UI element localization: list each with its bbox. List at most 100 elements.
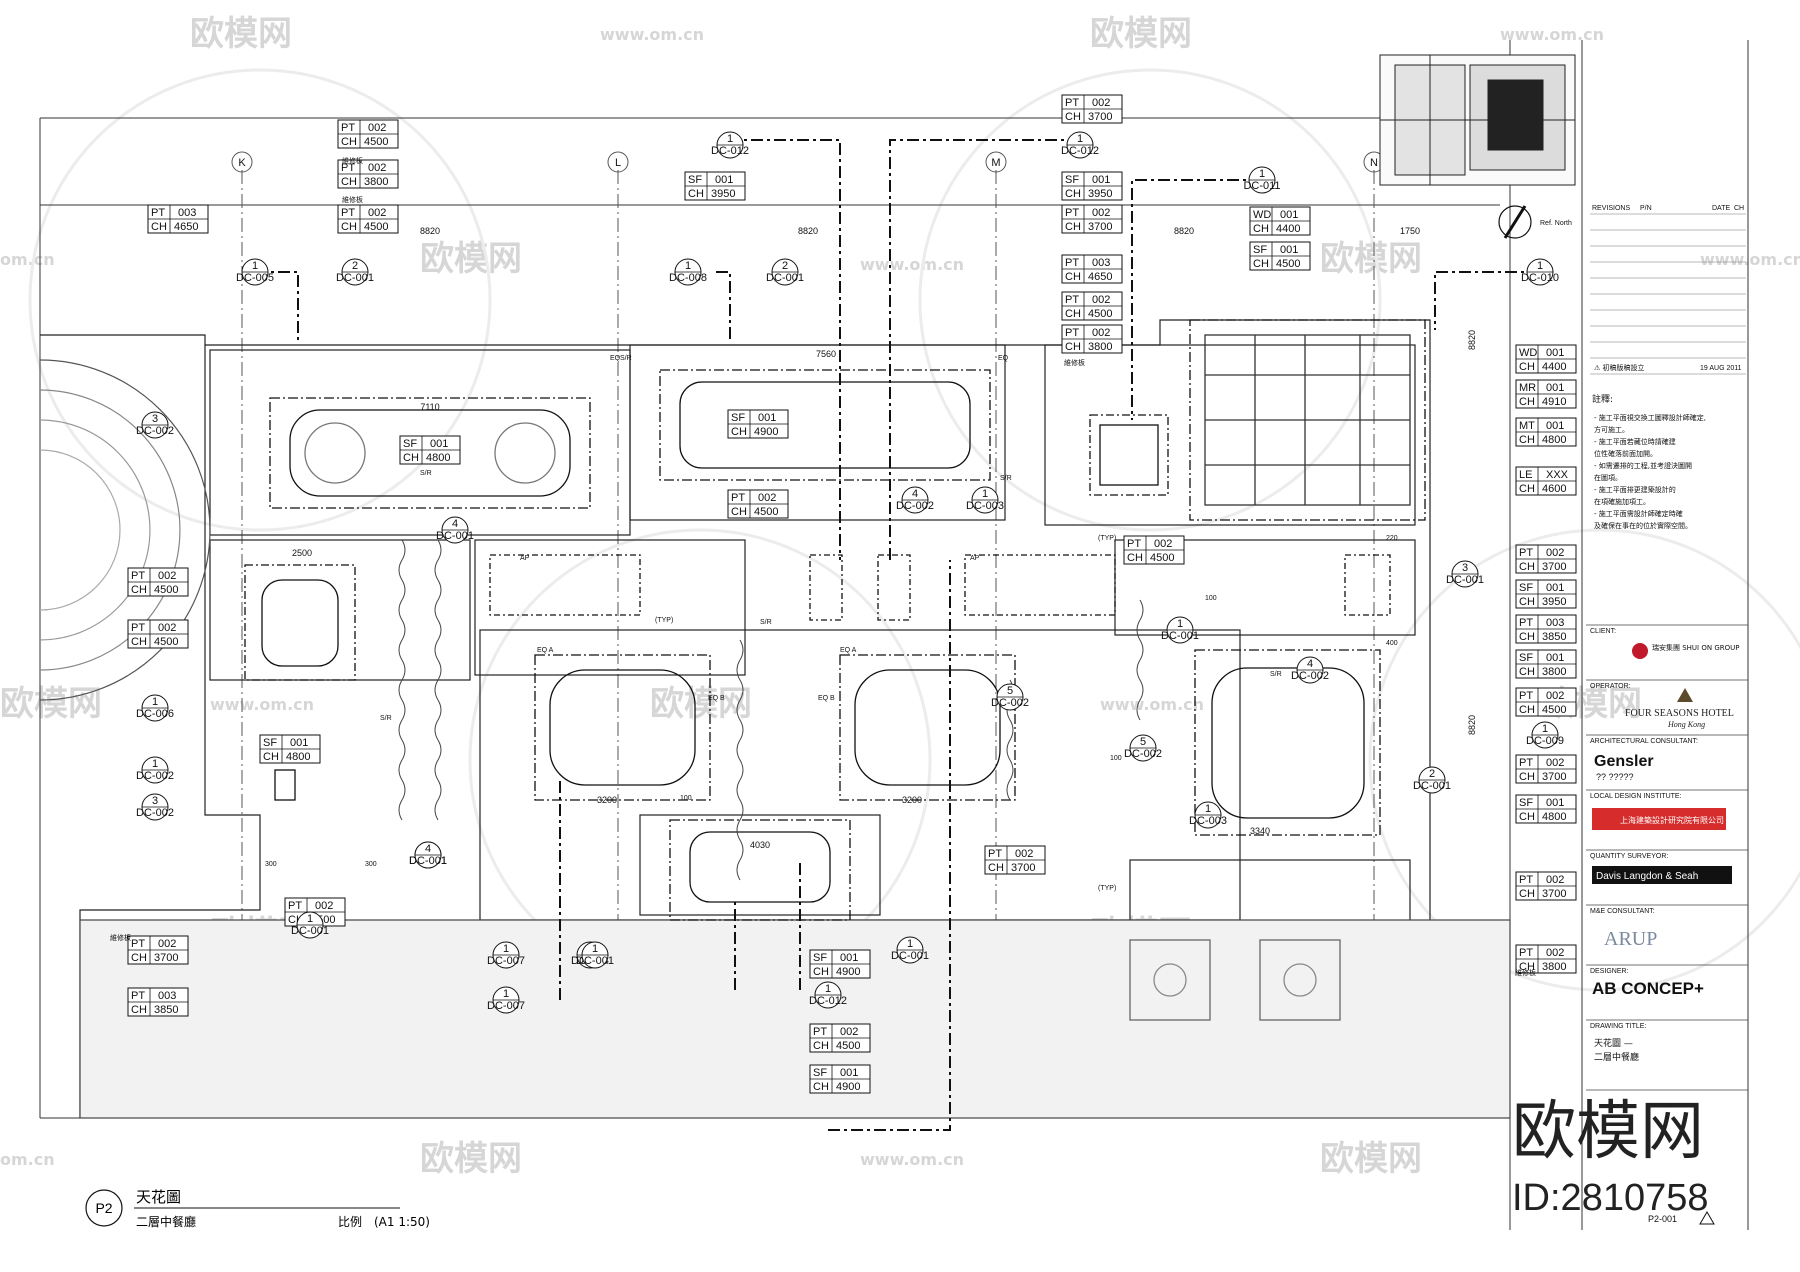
ceiling-tag-field: 3800 bbox=[1542, 961, 1566, 973]
ceiling-tag-field: 001 bbox=[1092, 174, 1110, 186]
ceiling-tag-field: PT bbox=[1519, 547, 1533, 559]
dimension-value: 100 bbox=[680, 795, 692, 802]
ceiling-tag-field: 3850 bbox=[1542, 631, 1566, 643]
ceiling-tag-field: 4500 bbox=[1088, 308, 1112, 320]
typical-label: (TYP) bbox=[1098, 885, 1116, 892]
local-institute-name: 上海建築設計研究院有限公司 bbox=[1620, 815, 1724, 825]
note-line: 及確保在事在的位於實際空間。 bbox=[1594, 521, 1692, 530]
detail-callout: 3DC-002 bbox=[136, 411, 174, 439]
operator-label: OPERATOR: bbox=[1590, 683, 1631, 690]
ceiling-tag-field: PT bbox=[1065, 257, 1079, 269]
callout-ref: DC-011 bbox=[1243, 180, 1280, 192]
ceiling-tag-field: PT bbox=[1065, 207, 1079, 219]
architect-subtitle: ?? ????? bbox=[1596, 772, 1634, 782]
dimension-value: 8820 bbox=[420, 226, 440, 236]
watermark-url: www.om.cn bbox=[1700, 250, 1800, 269]
grid-axis-label: M bbox=[991, 157, 1000, 169]
notes-title: 註釋: bbox=[1592, 393, 1613, 405]
callout-number: 2 bbox=[352, 260, 358, 272]
dimension-value: 100 bbox=[1110, 755, 1122, 762]
equal-label: EQ A bbox=[537, 647, 554, 654]
callout-number: 4 bbox=[912, 488, 918, 500]
maintenance-panel-label: 維修板 bbox=[1064, 358, 1085, 367]
ceiling-tag-field: PT bbox=[1127, 538, 1141, 550]
callout-number: 1 bbox=[685, 260, 691, 272]
watermark-url: www.om.cn bbox=[860, 1150, 964, 1169]
ceiling-tag-field: CH bbox=[731, 426, 747, 438]
qs-name: Davis Langdon & Seah bbox=[1596, 871, 1698, 882]
operator-city: Hong Kong bbox=[1667, 720, 1705, 729]
callout-ref: DC-001 bbox=[766, 272, 804, 284]
ceiling-tag-field: PT bbox=[288, 900, 302, 912]
ceiling-tag-field: WD bbox=[1519, 347, 1537, 359]
grid-axis-label: K bbox=[238, 157, 246, 169]
equal-label: EQ bbox=[998, 355, 1009, 362]
ceiling-tag-field: PT bbox=[131, 570, 145, 582]
typical-label: (TYP) bbox=[655, 617, 673, 624]
curtain-patterns bbox=[398, 539, 1144, 881]
ceiling-tag-field: 4650 bbox=[174, 221, 198, 233]
designer-label: DESIGNER: bbox=[1590, 968, 1629, 975]
key-plan-thumbnail bbox=[1379, 54, 1576, 186]
watermark-brand: 欧模网 bbox=[420, 239, 522, 279]
dimension-labels-vertical: 8820 8820 bbox=[1467, 330, 1477, 735]
detail-callout: 1DC-012 bbox=[711, 131, 749, 159]
local-institute-label: LOCAL DESIGN INSTITUTE: bbox=[1590, 793, 1682, 800]
ceiling-tag-field: PT bbox=[341, 162, 355, 174]
callout-number: 1 bbox=[152, 696, 158, 708]
ceiling-tag-field: 3700 bbox=[1011, 862, 1035, 874]
callout-number: 1 bbox=[982, 488, 988, 500]
maintenance-panel-label: 維修板 bbox=[342, 195, 363, 204]
ceiling-tag-field: CH bbox=[1127, 552, 1143, 564]
ceiling-tag-field: 3800 bbox=[364, 176, 388, 188]
ceiling-tag-field: SF bbox=[688, 174, 702, 186]
callout-ref: DC-009 bbox=[1526, 735, 1564, 747]
ceiling-tag-field: SF bbox=[731, 412, 745, 424]
ceiling-tag-field: SF bbox=[263, 737, 277, 749]
equal-label: EQ B bbox=[708, 695, 725, 702]
watermark-brand: 欧模网 bbox=[1320, 239, 1422, 279]
ceiling-tag-field: PT bbox=[151, 207, 165, 219]
ceiling-tag-field: PT bbox=[1519, 947, 1533, 959]
drawing-label-bubble bbox=[85, 1189, 123, 1227]
equal-label: EQ B bbox=[818, 695, 835, 702]
ceiling-tag-field: 3700 bbox=[1542, 561, 1566, 573]
grid-axis-label: N bbox=[1370, 157, 1378, 169]
ceiling-tag-field: PT bbox=[1519, 690, 1533, 702]
typical-label: (TYP) bbox=[1098, 535, 1116, 542]
dimension-value: 300 bbox=[265, 861, 277, 868]
grid-axis-bubble bbox=[607, 151, 629, 173]
callout-number: 3 bbox=[152, 795, 158, 807]
sprinkler-label: S/R bbox=[420, 470, 432, 477]
architect-label: ARCHITECTURAL CONSULTANT: bbox=[1590, 738, 1698, 745]
detail-callout: 3DC-001 bbox=[1446, 560, 1484, 588]
ceiling-tag-field: PT bbox=[1065, 294, 1079, 306]
callout-number: 1 bbox=[1259, 168, 1265, 180]
ceiling-tag-field: CH bbox=[1519, 961, 1535, 973]
ceiling-tag-field: 001 bbox=[1546, 382, 1564, 394]
detail-callout: 2DC-001 bbox=[1413, 766, 1451, 794]
detail-callout: 1DC-006 bbox=[136, 694, 174, 722]
detail-callout: 1DC-001 bbox=[576, 941, 614, 969]
ceiling-tag-field: CH bbox=[1519, 561, 1535, 573]
detail-callout: 4DC-001 bbox=[409, 841, 447, 869]
note-line: 在圖項。 bbox=[1594, 473, 1622, 482]
notes-list: - 施工平面視交換工圖釋設計師確定, 方可施工。 - 施工平面若藏位時請確建 位… bbox=[1594, 413, 1706, 530]
mep-label: M&E CONSULTANT: bbox=[1590, 908, 1655, 915]
ceiling-tag-field: 4800 bbox=[426, 452, 450, 464]
callout-ref: DC-002 bbox=[991, 697, 1029, 709]
callout-number: 2 bbox=[1429, 768, 1435, 780]
detail-callout: 4DC-002 bbox=[1291, 656, 1329, 684]
ceiling-tag-field: MT bbox=[1519, 420, 1535, 432]
